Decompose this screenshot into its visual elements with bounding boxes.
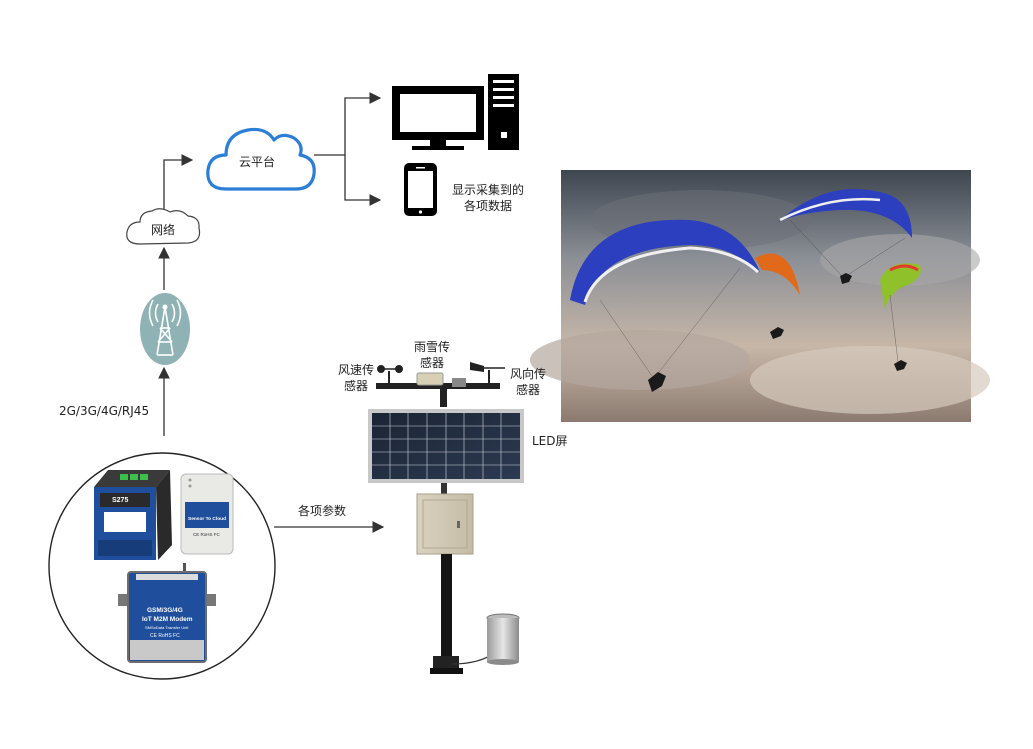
network-cloud-icon (126, 208, 201, 245)
cloud-platform-label: 云平台 (239, 155, 276, 169)
dtu-label: S275 (112, 497, 128, 504)
display-data-label: 显示采集到的 各项数据 (446, 182, 530, 214)
wind-direction-sensor-label: 风向传 感器 (504, 366, 552, 398)
modem-line1: GSM/3G/4G (147, 607, 183, 614)
led-screen-label: LED屏 (532, 434, 568, 448)
connector-lines (158, 92, 385, 533)
rain-sensor-label: 雨雪传 感器 (408, 339, 456, 371)
paragliding-photo (530, 170, 990, 422)
display-data-line1: 显示采集到的 (451, 183, 524, 197)
modem-marks: CE RoHS FC (150, 633, 180, 639)
modem-device (118, 563, 216, 663)
wind-speed-sensor-label: 风速传 感器 (332, 362, 380, 394)
modem-line2: IoT M2M Modem (142, 616, 193, 623)
rain-sensor-line2: 感器 (419, 356, 444, 370)
comm-protocol-label: 2G/3G/4G/RJ45 (59, 404, 150, 418)
signal-tower-icon (140, 293, 190, 365)
phone-icon (404, 163, 437, 216)
sensor-to-cloud-device (180, 473, 234, 555)
network-label: 网络 (151, 223, 176, 237)
dtu-device (94, 470, 172, 560)
weather-station (368, 362, 524, 674)
params-label: 各项参数 (298, 504, 347, 518)
wind-direction-line2: 感器 (515, 383, 540, 397)
modem-line3: SMSoData Transfer Unit (145, 625, 189, 630)
computer-icon (392, 74, 519, 150)
wind-speed-line2: 感器 (343, 379, 368, 393)
cloud-icon (206, 127, 316, 191)
sensor-marks: CE RoHS FC (193, 532, 221, 537)
wind-direction-line1: 风向传 (509, 367, 546, 381)
sensor-to-cloud-label: Sensor To Cloud (188, 516, 226, 522)
wind-speed-line1: 风速传 (337, 363, 374, 377)
display-data-line2: 各项数据 (463, 199, 512, 213)
rain-sensor-line1: 雨雪传 (413, 340, 450, 354)
